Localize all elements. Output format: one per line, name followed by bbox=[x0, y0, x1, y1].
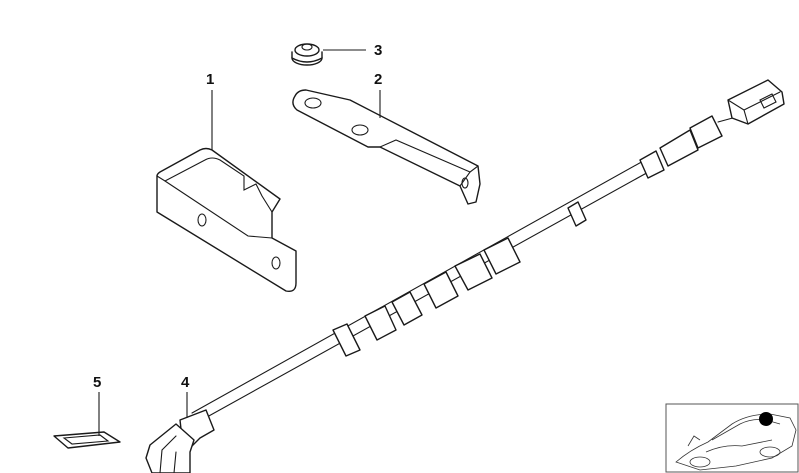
callout-1: 1 bbox=[206, 71, 214, 88]
car-location-thumbnail-icon bbox=[665, 403, 799, 473]
leader-lines bbox=[98, 49, 381, 436]
part-4-cable[interactable] bbox=[145, 79, 785, 473]
part-3-nut[interactable] bbox=[291, 43, 323, 66]
callout-4: 4 bbox=[181, 374, 190, 391]
callout-2: 2 bbox=[374, 71, 382, 88]
part-5-clip[interactable] bbox=[53, 431, 121, 449]
cable-connector bbox=[717, 79, 785, 125]
sensor-head bbox=[145, 409, 215, 473]
location-marker-icon bbox=[759, 412, 773, 426]
part-2-bracket[interactable] bbox=[292, 89, 481, 205]
cable-sleeve bbox=[332, 115, 723, 357]
callout-3: 3 bbox=[374, 42, 382, 59]
callout-5: 5 bbox=[93, 374, 101, 391]
part-1-bracket[interactable] bbox=[156, 147, 297, 293]
